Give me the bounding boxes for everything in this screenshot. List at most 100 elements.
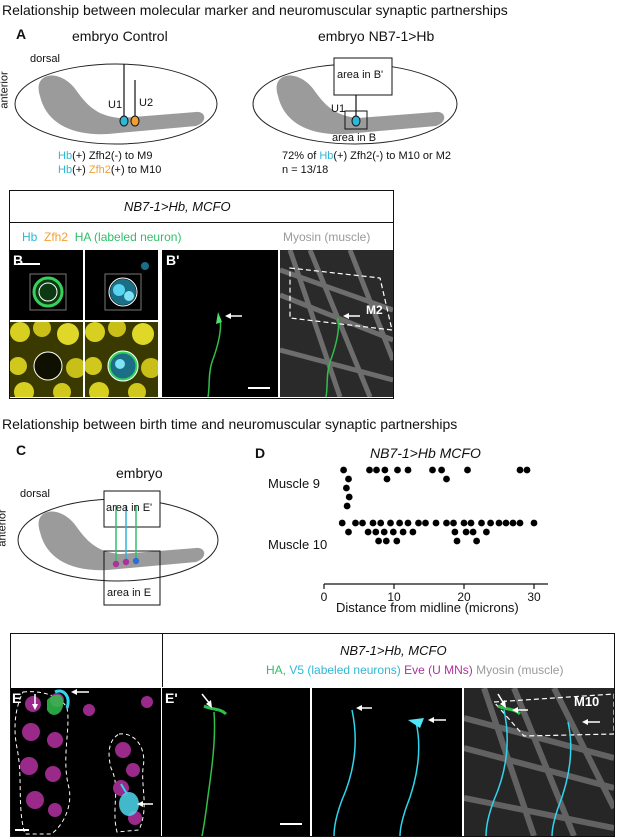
data-point-muscle-10 bbox=[451, 528, 459, 536]
control-u1-label: U1 bbox=[108, 99, 123, 111]
panel-label-c: C bbox=[16, 442, 27, 458]
data-point-muscle-10 bbox=[380, 528, 388, 536]
data-point-muscle-10 bbox=[443, 519, 450, 527]
data-point-muscle-10 bbox=[389, 528, 397, 536]
data-point-muscle-10 bbox=[509, 519, 517, 527]
data-point-muscle-9 bbox=[340, 466, 347, 474]
scatter-plot: 0 10 20 30 bbox=[321, 466, 548, 604]
panel-label-b: B bbox=[13, 252, 24, 268]
nb71-embryo-diagram bbox=[252, 57, 458, 145]
panel-b-micro-ha bbox=[10, 250, 83, 320]
nb71-area-b-prime: area in B' bbox=[337, 69, 384, 81]
data-point-muscle-10 bbox=[415, 519, 422, 527]
data-point-muscle-9 bbox=[394, 466, 401, 474]
data-point-muscle-9 bbox=[343, 502, 351, 510]
panel-e-header: NB7-1>Hb, MCFO bbox=[340, 643, 447, 658]
section2-title: Relationship between birth time and neur… bbox=[2, 416, 458, 432]
panel-b-header-box bbox=[9, 190, 394, 223]
data-point-muscle-9 bbox=[464, 466, 471, 474]
c-embryo-title: embryo bbox=[116, 465, 163, 481]
c-embryo-diagram bbox=[17, 490, 219, 606]
control-u2-label: U2 bbox=[139, 97, 154, 109]
data-point-muscle-10 bbox=[478, 519, 485, 527]
data-point-muscle-10 bbox=[364, 528, 372, 536]
x-tick-label: 10 bbox=[387, 590, 401, 604]
data-point-muscle-9 bbox=[345, 493, 353, 501]
nb71-title: embryo NB7-1>Hb bbox=[318, 28, 435, 44]
data-point-muscle-9 bbox=[383, 475, 391, 483]
c-area-e-prime: area in E' bbox=[106, 502, 153, 514]
panel-e-prime-v5 bbox=[312, 688, 462, 836]
orient-dorsal-a: dorsal bbox=[30, 53, 60, 65]
panel-b-legend: Hb Zfh2 HA (labeled neuron) bbox=[22, 230, 182, 244]
data-point-muscle-10 bbox=[375, 537, 382, 545]
data-point-muscle-10 bbox=[530, 519, 538, 527]
x-axis-label: Distance from midline (microns) bbox=[336, 600, 519, 615]
data-point-muscle-10 bbox=[372, 528, 380, 536]
panel-label-d: D bbox=[255, 445, 266, 461]
data-point-muscle-9 bbox=[438, 466, 445, 474]
data-point-muscle-9 bbox=[429, 466, 436, 474]
data-point-muscle-9 bbox=[366, 466, 373, 474]
panel-e-prime-ha bbox=[162, 688, 310, 836]
data-point-muscle-10 bbox=[422, 519, 429, 527]
data-point-muscle-10 bbox=[460, 519, 468, 527]
data-point-muscle-10 bbox=[345, 528, 352, 536]
panel-b-prime-muscle bbox=[280, 250, 393, 397]
control-title: embryo Control bbox=[72, 28, 168, 44]
x-tick-label: 30 bbox=[527, 590, 541, 604]
control-embryo-diagram bbox=[14, 63, 218, 145]
panel-label-a: A bbox=[16, 26, 27, 42]
data-point-muscle-10 bbox=[352, 519, 359, 527]
data-point-muscle-10 bbox=[399, 528, 407, 536]
x-tick-label: 0 bbox=[321, 590, 328, 604]
c-area-e: area in E bbox=[107, 587, 152, 599]
data-point-muscle-10 bbox=[502, 519, 510, 527]
panel-e-legend: HA, V5 (labeled neurons) Eve (U MNs) Myo… bbox=[266, 663, 564, 677]
panel-e-header-box bbox=[162, 633, 615, 687]
data-point-muscle-9 bbox=[343, 484, 350, 492]
panel-e-prime-merge bbox=[464, 688, 614, 836]
nb71-area-b: area in B bbox=[332, 132, 377, 144]
panel-b-legend-myosin: Myosin (muscle) bbox=[283, 230, 371, 244]
data-point-muscle-10 bbox=[409, 528, 417, 536]
data-point-muscle-10 bbox=[516, 519, 524, 527]
data-point-muscle-9 bbox=[381, 466, 389, 474]
panel-b-micro-hb bbox=[85, 250, 158, 320]
data-point-muscle-10 bbox=[495, 519, 503, 527]
data-point-muscle-10 bbox=[467, 519, 475, 527]
data-point-muscle-10 bbox=[338, 519, 346, 527]
panel-b-micro-merge bbox=[85, 322, 158, 397]
data-point-muscle-10 bbox=[483, 528, 490, 536]
data-point-muscle-9 bbox=[516, 466, 524, 474]
data-point-muscle-10 bbox=[469, 528, 477, 536]
panel-label-e: E bbox=[12, 690, 22, 706]
data-point-muscle-10 bbox=[377, 519, 385, 527]
chart-title: NB7-1>Hb MCFO bbox=[370, 445, 481, 461]
category-muscle-9: Muscle 9 bbox=[268, 476, 321, 491]
data-point-muscle-10 bbox=[393, 537, 401, 545]
nb71-line1: 72% of Hb(+) Zfh2(-) to M10 or M2 bbox=[282, 150, 452, 162]
data-point-muscle-10 bbox=[473, 537, 480, 545]
control-line2: Hb(+) Zfh2(+) to M10 bbox=[58, 164, 162, 176]
panel-b-header: NB7-1>Hb, MCFO bbox=[124, 199, 231, 214]
category-muscle-10: Muscle 10 bbox=[268, 537, 328, 552]
data-point-muscle-9 bbox=[523, 466, 531, 474]
data-point-muscle-9 bbox=[404, 466, 412, 474]
data-point-muscle-10 bbox=[396, 519, 403, 527]
m2-label: M2 bbox=[366, 303, 383, 317]
data-point-muscle-10 bbox=[404, 519, 412, 527]
panel-label-e-prime: E' bbox=[165, 690, 178, 706]
panel-b-prime-neuron bbox=[162, 250, 278, 397]
nb71-u1-label: U1 bbox=[331, 103, 346, 115]
data-point-muscle-9 bbox=[373, 466, 380, 474]
orient-dorsal-c: dorsal bbox=[20, 488, 50, 500]
m10-label: M10 bbox=[574, 694, 600, 709]
data-point-muscle-10 bbox=[450, 519, 457, 527]
data-point-muscle-10 bbox=[359, 519, 366, 527]
data-point-muscle-9 bbox=[443, 475, 450, 483]
nb71-line2: n = 13/18 bbox=[282, 164, 329, 176]
data-point-muscle-10 bbox=[369, 519, 377, 527]
x-tick-label: 20 bbox=[457, 590, 471, 604]
control-line1: Hb(+) Zfh2(-) to M9 bbox=[58, 150, 153, 162]
